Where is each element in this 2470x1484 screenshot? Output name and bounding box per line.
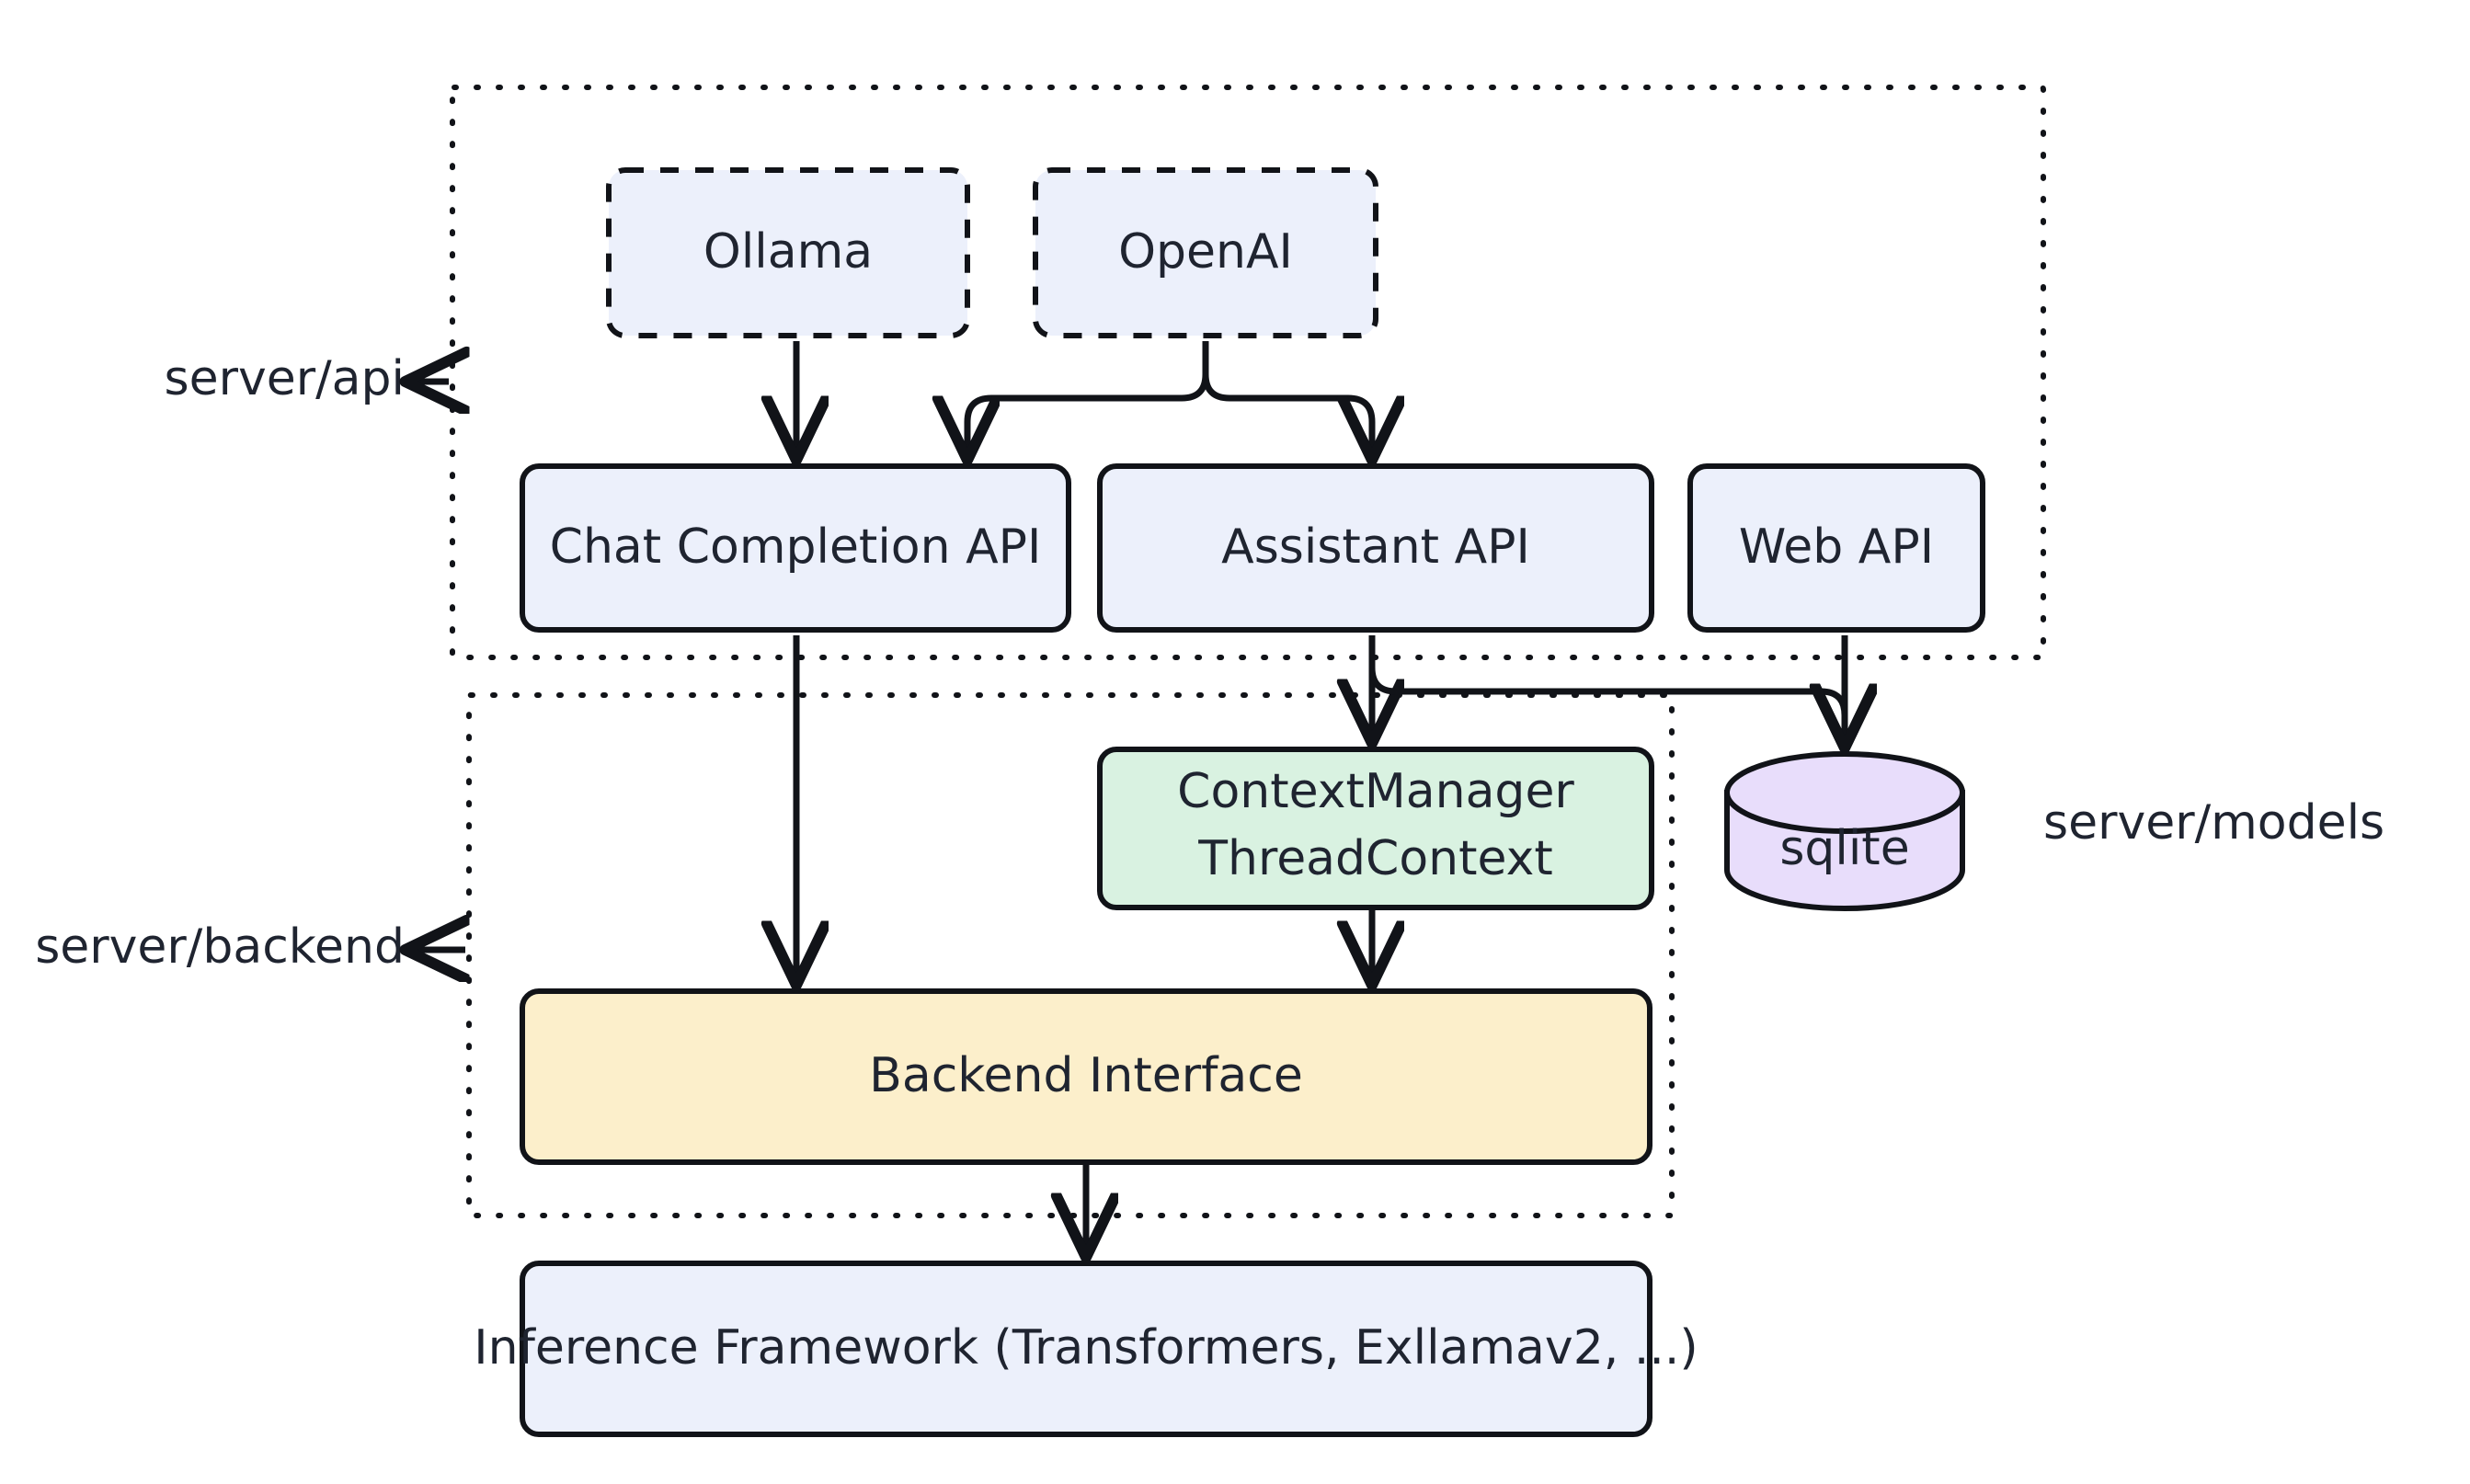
group-label-server-api-text: server/api <box>165 351 405 406</box>
group-label-server-models-text: server/models <box>2043 795 2384 850</box>
node-web-api-label: Web API <box>1739 519 1934 575</box>
group-label-server-backend-text: server/backend <box>35 919 405 975</box>
node-chat-completion-api-label: Chat Completion API <box>550 519 1042 575</box>
node-context-manager-shape <box>1097 747 1654 910</box>
node-context-manager[interactable]: ContextManager ThreadContext <box>1097 747 1654 910</box>
node-ollama-shape <box>606 167 970 338</box>
node-sqlite[interactable]: sqlite <box>1724 751 1965 911</box>
group-label-server-api: server/api <box>165 351 449 406</box>
edge-openai-to-assistant <box>1202 341 1372 455</box>
node-web-api[interactable]: Web API <box>1687 463 1985 633</box>
node-web-api-shape <box>1687 463 1985 633</box>
node-context-manager-label-line2: ThreadContext <box>1197 831 1553 886</box>
node-inference-framework[interactable]: Inference Framework (Transformers, Exlla… <box>474 1261 1698 1437</box>
node-backend-interface-label: Backend Interface <box>869 1048 1303 1103</box>
edge-assistant-to-sqlite <box>1368 635 1845 743</box>
node-inference-framework-shape <box>520 1261 1652 1437</box>
group-frame-server-api <box>450 85 2046 660</box>
node-backend-interface-shape <box>520 988 1652 1165</box>
edge-openai-to-chat-completion <box>967 341 1209 455</box>
node-chat-completion-api[interactable]: Chat Completion API <box>520 463 1071 633</box>
node-openai[interactable]: OpenAI <box>1033 167 1378 338</box>
node-assistant-api-label: Assistant API <box>1221 519 1530 575</box>
node-openai-shape <box>1033 167 1378 338</box>
group-label-server-backend: server/backend <box>35 919 465 975</box>
node-assistant-api[interactable]: Assistant API <box>1097 463 1654 633</box>
node-openai-label: OpenAI <box>1118 224 1293 280</box>
node-chat-completion-api-shape <box>520 463 1071 633</box>
node-context-manager-label-line1: ContextManager <box>1177 764 1574 819</box>
node-sqlite-label: sqlite <box>1779 821 1909 876</box>
node-ollama-label: Ollama <box>703 224 873 280</box>
node-inference-framework-label: Inference Framework (Transformers, Exlla… <box>474 1320 1698 1376</box>
node-assistant-api-shape <box>1097 463 1654 633</box>
node-backend-interface[interactable]: Backend Interface <box>520 988 1652 1165</box>
node-ollama[interactable]: Ollama <box>606 167 970 338</box>
node-sqlite-top <box>1724 751 1965 834</box>
